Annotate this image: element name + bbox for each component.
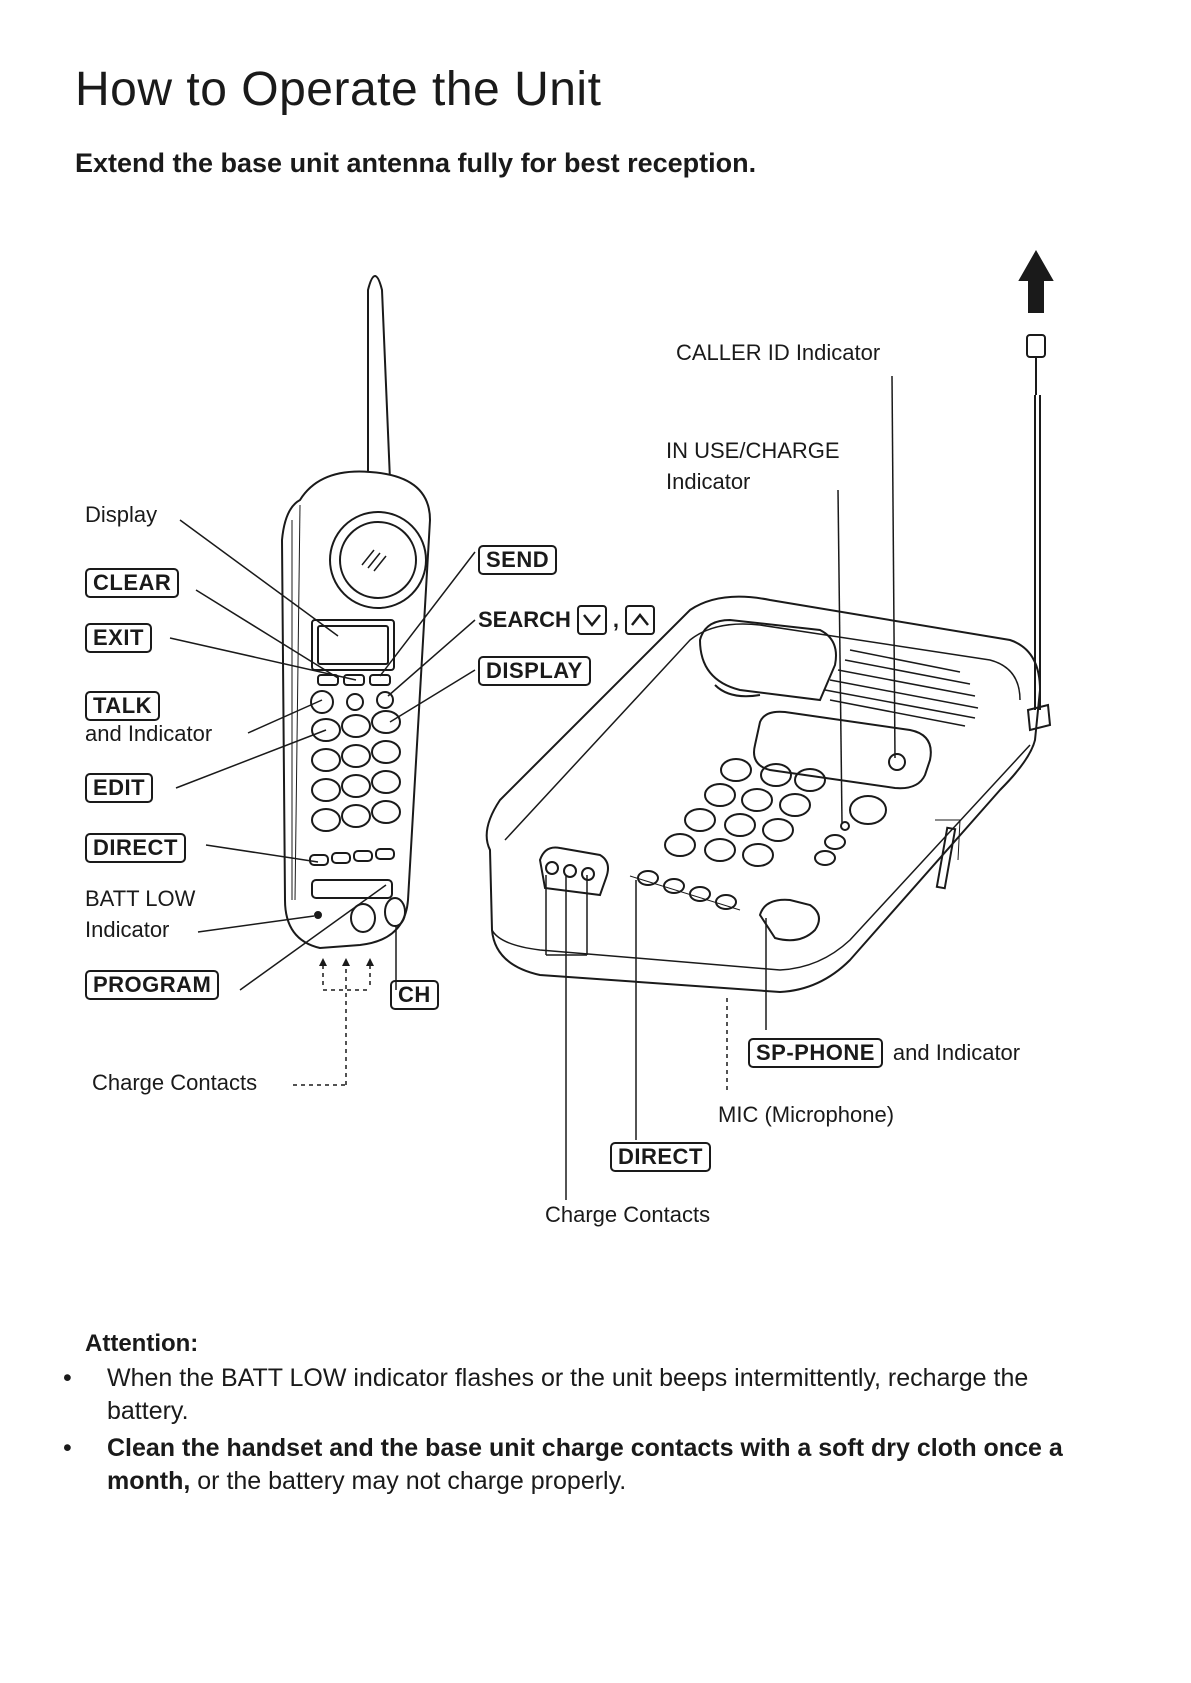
attention-bullet-1: • When the BATT LOW indicator flashes or … [63, 1362, 1087, 1428]
search-separator: , [612, 607, 620, 632]
attention-bullet-1-text: When the BATT LOW indicator flashes or t… [107, 1364, 1029, 1425]
display-label: Display [85, 502, 158, 527]
exit-key: EXIT [85, 623, 152, 653]
attention-bullet-2: • Clean the handset and the base unit cha… [63, 1432, 1087, 1498]
page-subtitle: Extend the base unit antenna fully for b… [75, 148, 757, 178]
send-key: SEND [478, 545, 558, 575]
ch-key: CH [390, 980, 439, 1010]
search-label-group: SEARCH , [478, 605, 656, 635]
page-title: How to Operate the Unit [75, 63, 602, 116]
mic-label: MIC (Microphone) [718, 1102, 895, 1127]
talk-indicator-label: and Indicator [85, 721, 213, 746]
batt-low-indicator-label: Indicator [85, 917, 170, 942]
base-unit-drawing [485, 334, 1052, 994]
sp-phone-label-group: SP-PHONE and Indicator [748, 1038, 1020, 1068]
handset-drawing [280, 275, 432, 950]
caller-id-label: CALLER ID Indicator [676, 340, 881, 365]
in-use-label: IN USE/CHARGE [666, 438, 840, 463]
display-key: DISPLAY [478, 656, 591, 686]
attention-heading: Attention: [85, 1330, 199, 1357]
attention-bullet-2-rest: or the battery may not charge properly. [190, 1467, 627, 1495]
antenna-extend-arrow-icon [1018, 249, 1054, 313]
talk-key: TALK [85, 691, 161, 721]
program-key: PROGRAM [85, 970, 220, 1000]
batt-low-label: BATT LOW [85, 886, 196, 911]
direct-key-base: DIRECT [610, 1142, 711, 1172]
handset-charge-contacts-label: Charge Contacts [92, 1070, 258, 1095]
sp-phone-key: SP-PHONE [748, 1038, 883, 1068]
base-charge-contacts-label: Charge Contacts [545, 1202, 711, 1227]
search-up-icon [625, 605, 656, 635]
sp-phone-indicator-label: and Indicator [892, 1040, 1021, 1065]
bullet-icon: • [63, 1434, 72, 1462]
bullet-icon: • [63, 1364, 72, 1392]
search-label: SEARCH [478, 607, 571, 632]
search-down-icon [576, 605, 607, 635]
attention-bullet-2-bold: Clean the handset and the base unit char… [107, 1434, 1063, 1495]
clear-key: CLEAR [85, 568, 180, 598]
direct-key-handset: DIRECT [85, 833, 186, 863]
edit-key: EDIT [85, 773, 154, 803]
in-use-indicator-label: Indicator [666, 469, 751, 494]
